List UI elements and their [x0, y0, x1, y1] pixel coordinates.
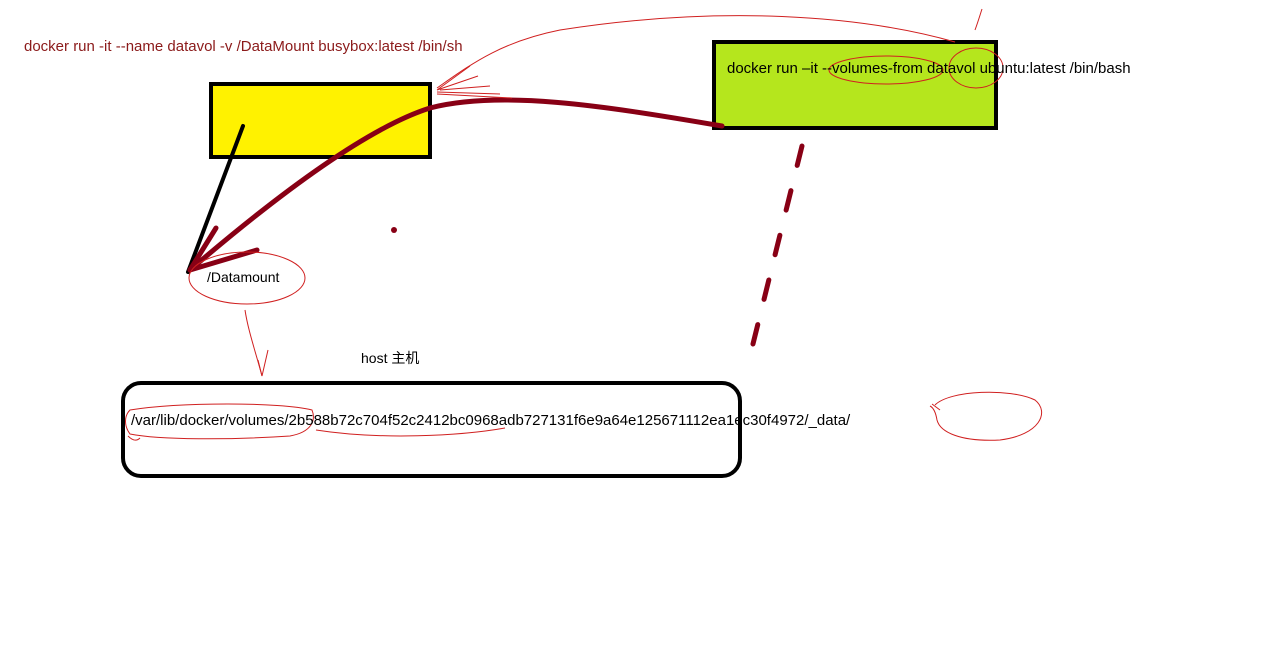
annotation-arrow-top [436, 8, 983, 99]
empty-annotation-ellipse [929, 391, 1043, 441]
datavol-command-text: docker run -it --name datavol -v /DataMo… [24, 38, 463, 55]
host-path-text: /var/lib/docker/volumes/2b588b72c704f52c… [131, 412, 851, 429]
mount-point-label: /Datamount [207, 269, 280, 285]
var-lib-highlight [125, 403, 314, 441]
ubuntu-container-box [712, 40, 998, 130]
ubuntu-command-text: docker run –it --volumes-from datavol ub… [727, 60, 1131, 77]
mount-arrow-black [186, 124, 245, 274]
stray-dot [391, 227, 397, 233]
host-label: host 主机 [361, 350, 420, 366]
datamount-highlight [188, 251, 306, 305]
volumes-from-arrow [187, 97, 725, 273]
ubuntu-to-host-dashed-line [747, 143, 805, 359]
host-box [121, 381, 742, 478]
datamount-to-host-arrow [244, 309, 269, 377]
host-path-underline [315, 427, 506, 437]
volumes-from-highlight [828, 55, 944, 85]
datavol-highlight [948, 47, 1004, 89]
